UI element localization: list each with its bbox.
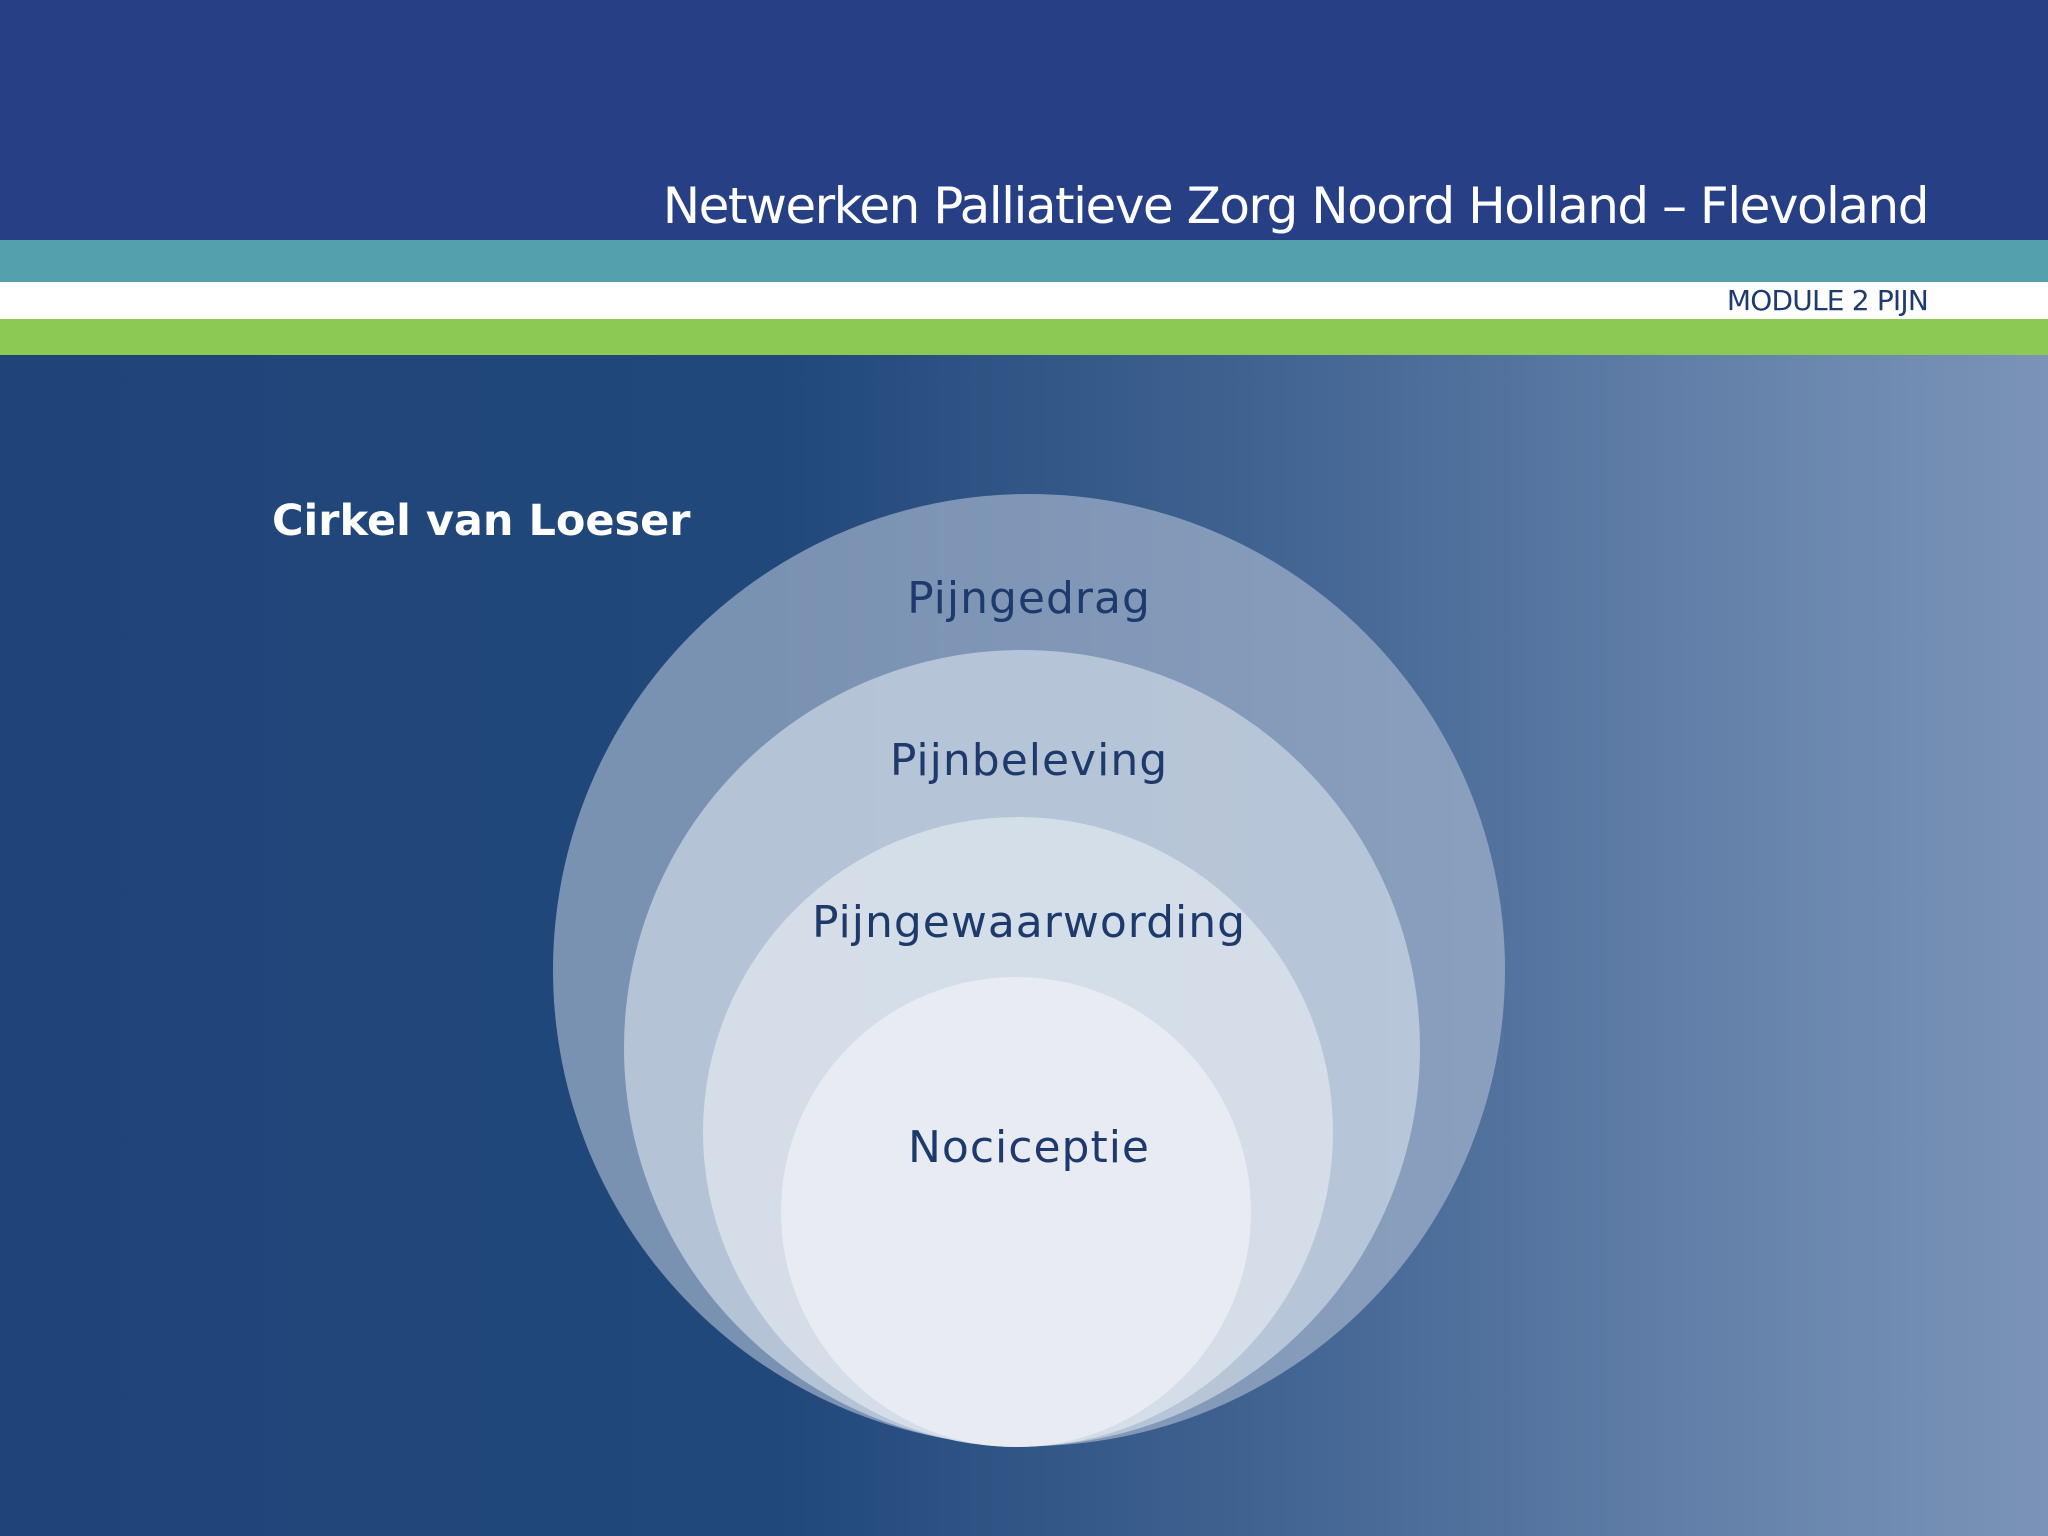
green-stripe	[0, 319, 2048, 355]
white-stripe	[0, 282, 2048, 319]
label-nociceptie: Nociceptie	[908, 1122, 1150, 1173]
label-pijngedrag: Pijngedrag	[907, 573, 1151, 624]
header-band	[0, 0, 2048, 240]
teal-stripe	[0, 240, 2048, 282]
label-pijnbeleving: Pijnbeleving	[890, 735, 1168, 786]
section-title: Cirkel van Loeser	[272, 496, 691, 546]
circle-nociceptie	[781, 977, 1251, 1447]
header-title: Netwerken Palliatieve Zorg Noord Holland…	[662, 177, 1930, 235]
label-pijngewaarwording: Pijngewaarwording	[812, 897, 1246, 948]
module-label: MODULE 2 PIJN	[1726, 284, 1929, 317]
